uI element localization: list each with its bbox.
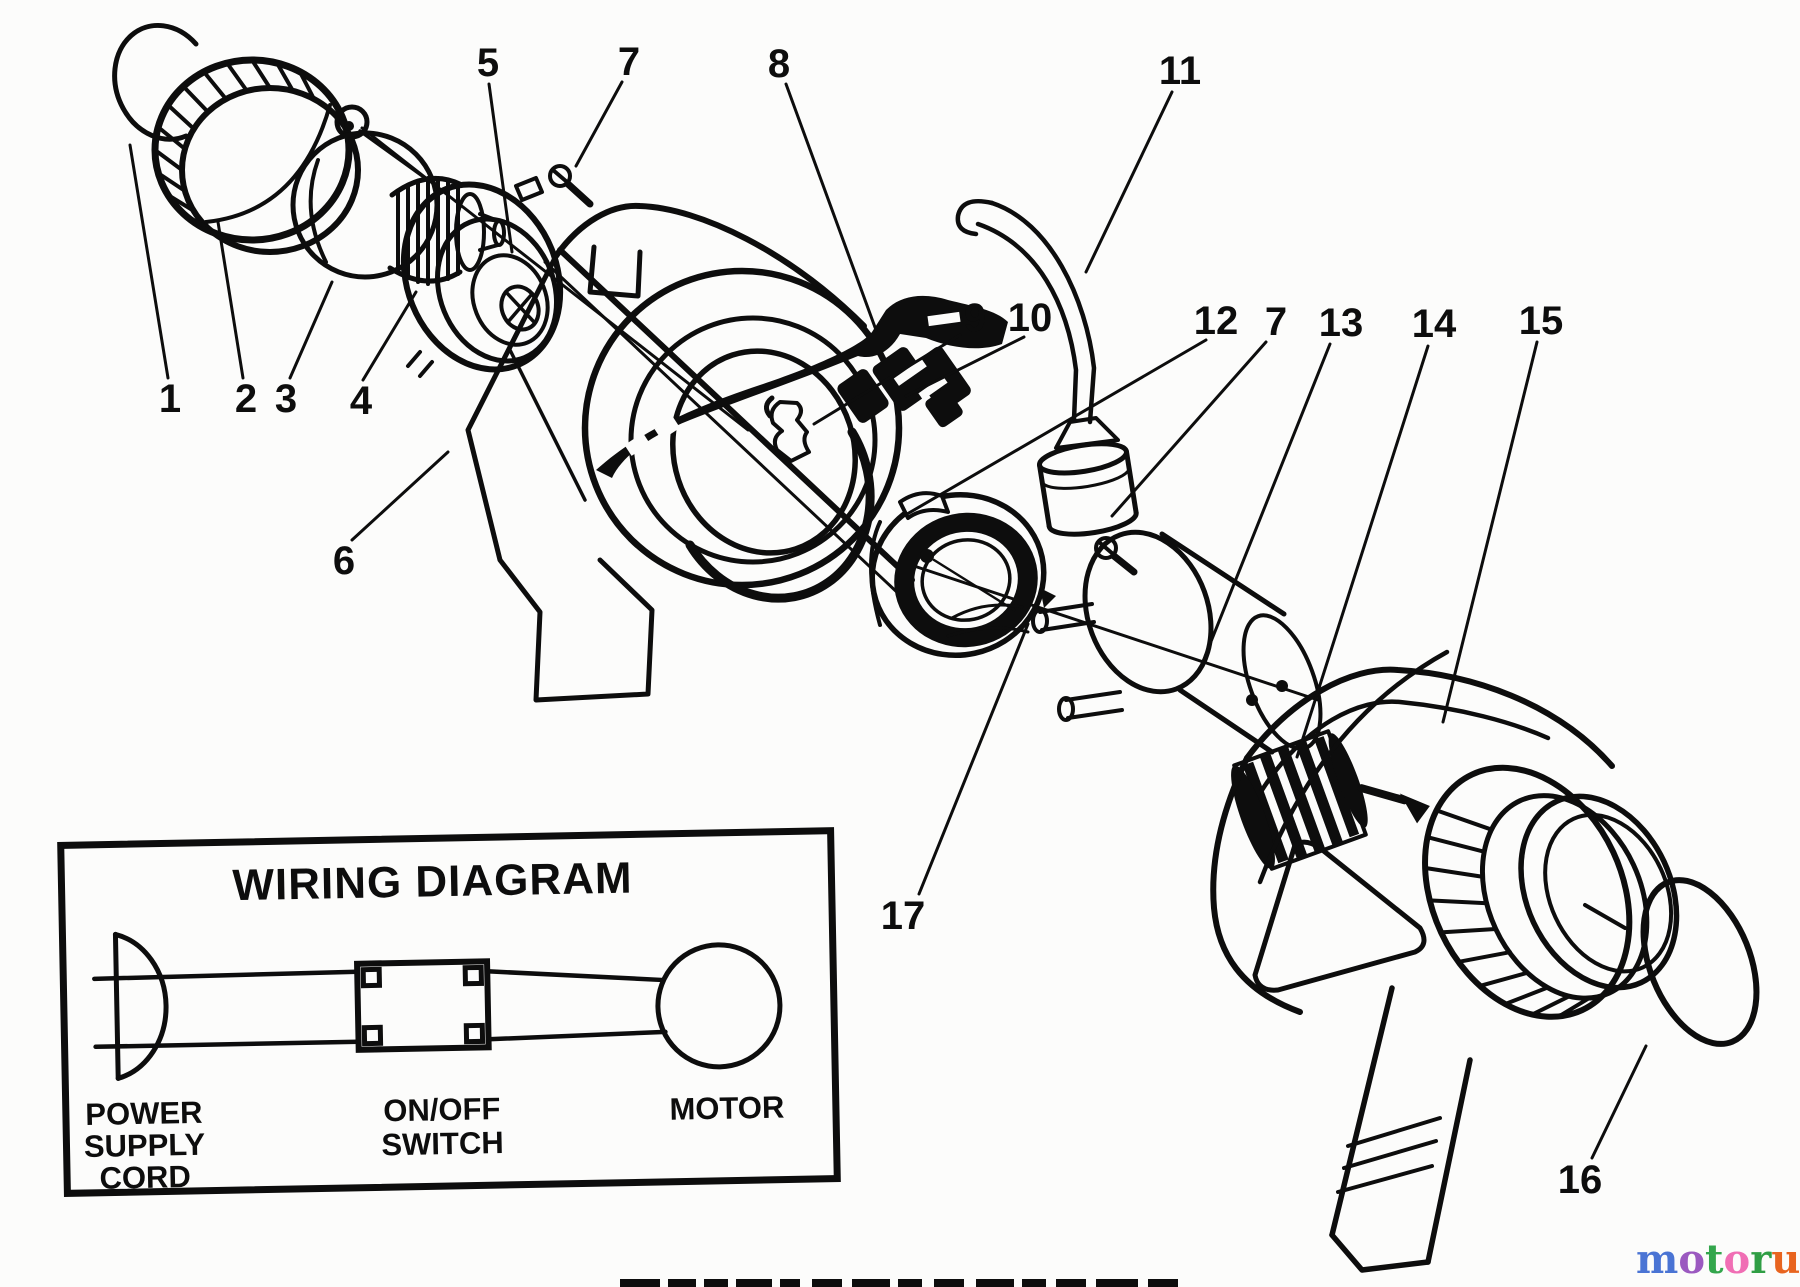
watermark-letter: r	[1750, 1236, 1772, 1283]
power-supply-cord-label-line3: CORD	[99, 1159, 191, 1196]
drum-center-mark	[1583, 903, 1627, 930]
part-label-3: 3	[275, 377, 297, 421]
wiring-diagram-labels: POWER SUPPLY CORD ON/OFF SWITCH MOTOR	[84, 1090, 785, 1196]
on-off-switch-label-line2: SWITCH	[381, 1125, 504, 1162]
on-off-switch-label-line1: ON/OFF	[383, 1091, 501, 1128]
part-label-1: 1	[159, 377, 181, 421]
part-label-10: 10	[1008, 296, 1053, 340]
power-supply-cord-label-line2: SUPPLY	[84, 1127, 206, 1164]
part-14-armature	[1231, 680, 1430, 871]
power-supply-cord-label-line1: POWER	[85, 1095, 203, 1132]
part-label-6: 6	[333, 539, 355, 583]
part-label-4: 4	[350, 379, 373, 423]
part-label-13: 13	[1319, 301, 1364, 345]
part-label-8: 8	[768, 42, 790, 86]
watermark-letter: o	[1723, 1236, 1751, 1283]
watermark-letter: u	[1771, 1236, 1800, 1283]
pulley-rib-ticks	[153, 58, 316, 243]
part-7-screw-a	[548, 164, 594, 208]
part-9-clip	[764, 395, 811, 463]
wiring-box-border	[57, 827, 841, 1197]
switch-housing-studs	[1031, 602, 1124, 722]
part-label-11: 11	[1159, 49, 1201, 93]
part-7-screw-b	[1094, 536, 1138, 576]
wiring-diagram-title: WIRING DIAGRAM	[232, 853, 633, 910]
callout-labels: 1 2 3 4 5 6 7 8 9 10 11 12 7 13 14 15 16…	[159, 40, 1602, 1202]
switch-symbol	[354, 958, 492, 1053]
part-label-2: 2	[235, 377, 257, 421]
motor-symbol	[655, 942, 783, 1070]
part-15-motor-housing	[1210, 649, 1680, 1273]
watermark-letter: t	[1705, 1236, 1724, 1283]
part-10-connector	[837, 346, 971, 428]
part-3-dome	[290, 130, 440, 280]
wiring-diagram-box: WIRING DIAGRAM POWER SUPPLY CORD ON/OFF …	[57, 827, 841, 1197]
watermark-letter: o	[1678, 1236, 1706, 1283]
part-label-14: 14	[1412, 302, 1457, 346]
part-label-9: 9	[964, 296, 986, 340]
part-label-17: 17	[881, 894, 926, 938]
part-16-end-cap	[1640, 877, 1760, 1047]
part-label-5: 5	[477, 41, 499, 85]
wires	[92, 969, 668, 1050]
motor-drum	[1422, 764, 1680, 1020]
motor-label: MOTOR	[669, 1090, 784, 1127]
part-6-housing	[465, 202, 915, 703]
callout-leader-lines	[128, 80, 1648, 1160]
part-label-7: 7	[618, 40, 640, 84]
part-8-lever-strip	[596, 295, 1008, 478]
watermark-letter: m	[1636, 1236, 1679, 1283]
part-label-12: 12	[1194, 299, 1239, 343]
part-label-7b: 7	[1265, 300, 1287, 344]
part-2-pulley	[151, 56, 430, 255]
power-plug-symbol	[112, 931, 169, 1081]
part-13-switch-housing	[1031, 529, 1323, 755]
motor-handle	[1329, 985, 1473, 1273]
part-11-power-cord	[955, 198, 1139, 537]
part-label-16: 16	[1558, 1158, 1603, 1202]
cropped-bottom-caption	[620, 1279, 1178, 1287]
motoruf-watermark: motoruf.de	[1636, 1236, 1800, 1283]
part-12-bezel-ring	[869, 491, 1056, 659]
part-label-15: 15	[1519, 299, 1564, 343]
